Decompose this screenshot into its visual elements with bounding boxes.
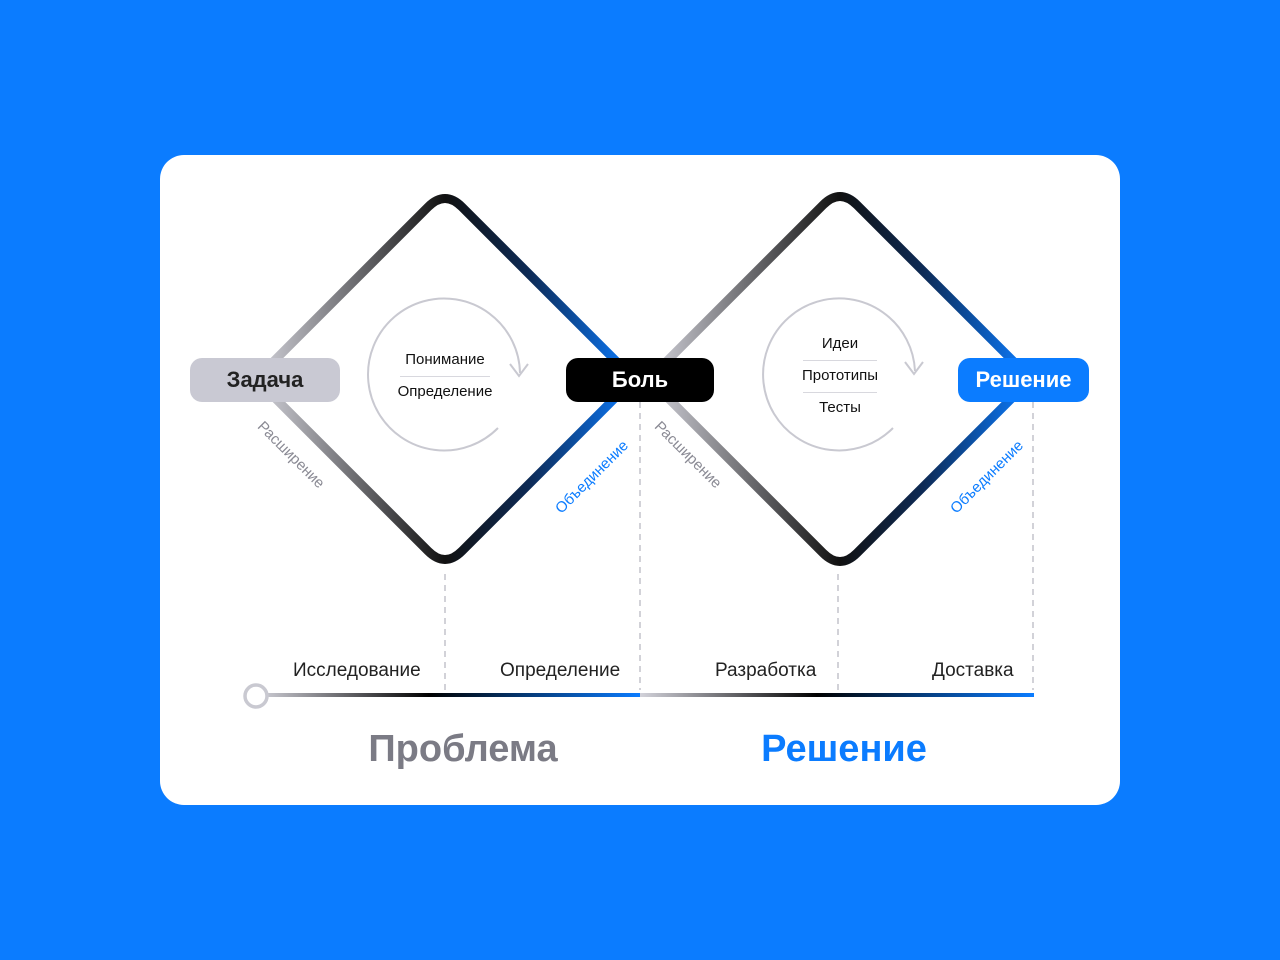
right-cycle-item: Прототипы <box>801 367 878 384</box>
stage-dividers <box>444 402 1034 690</box>
node-pain: Боль <box>566 358 714 402</box>
right-cycle-item: Тесты <box>819 399 861 416</box>
left-cycle-item: Определение <box>397 383 493 400</box>
phase-solution: Решение <box>761 728 927 770</box>
right-cycle-divider <box>803 360 877 361</box>
right-cycle-divider <box>803 392 877 393</box>
stage-deliver: Доставка <box>932 660 1014 681</box>
right-cycle-arrowhead <box>904 361 924 376</box>
right-cycle-arrow <box>762 297 916 452</box>
timeline-start-marker <box>243 683 269 709</box>
node-solution: Решение <box>958 358 1089 402</box>
node-task: Задача <box>190 358 340 402</box>
phase-problem: Проблема <box>368 728 558 770</box>
left-cycle-item: Понимание <box>405 351 485 368</box>
stage-develop: Разработка <box>715 660 817 681</box>
stage-research: Исследование <box>293 660 421 681</box>
left-cycle-arrow <box>367 297 521 452</box>
left-cycle-arrowhead <box>509 363 529 378</box>
left-cycle-divider <box>400 376 490 377</box>
stage-define: Определение <box>500 660 621 681</box>
right-cycle-item: Идеи <box>821 335 859 352</box>
